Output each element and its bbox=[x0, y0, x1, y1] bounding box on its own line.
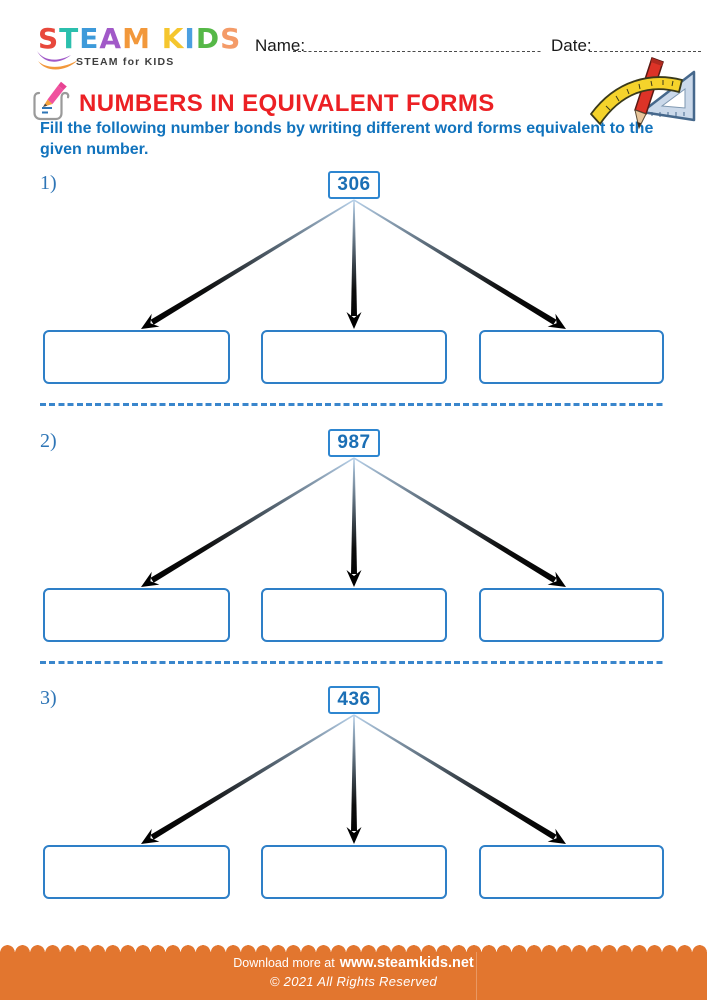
footer-seam bbox=[476, 952, 477, 1000]
bond-arrows bbox=[141, 714, 566, 844]
given-number: 306 bbox=[337, 174, 371, 195]
answer-box-1[interactable] bbox=[43, 330, 230, 384]
answer-box-1[interactable] bbox=[43, 588, 230, 642]
given-number-box: 987 bbox=[328, 429, 380, 457]
date-line[interactable] bbox=[589, 51, 701, 53]
footer-copyright: © 2021 All Rights Reserved bbox=[269, 974, 438, 989]
given-number: 987 bbox=[337, 432, 371, 453]
answer-box-3[interactable] bbox=[479, 330, 664, 384]
number-bond-section-3: 3) 436 bbox=[0, 685, 707, 920]
answer-box-3[interactable] bbox=[479, 588, 664, 642]
steam-kids-logo: STEAM KIDS STEAM for KIDS bbox=[37, 22, 242, 72]
date-label: Date: bbox=[551, 36, 592, 55]
logo-letters: STEAM KIDS bbox=[38, 22, 242, 55]
section-separator bbox=[40, 661, 665, 664]
number-bond-section-2: 2) 987 bbox=[0, 428, 707, 664]
given-number-box: 436 bbox=[328, 686, 380, 714]
section-label: 1) bbox=[40, 172, 57, 194]
footer-url[interactable]: www.steamkids.net bbox=[339, 955, 474, 971]
footer: Download more at www.steamkids.net © 2021… bbox=[0, 952, 707, 1000]
number-bond-section-1: 1) 306 bbox=[0, 170, 707, 406]
bond-arrows bbox=[141, 457, 566, 587]
page-title: NUMBERS IN EQUIVALENT FORMS bbox=[79, 90, 495, 117]
logo-tagline: STEAM for KIDS bbox=[76, 56, 175, 68]
stationery-illustration bbox=[590, 57, 696, 130]
pencil-icon bbox=[634, 57, 664, 130]
section-separator bbox=[40, 403, 665, 406]
given-number: 436 bbox=[337, 689, 371, 710]
logo-swoosh-icon bbox=[37, 51, 78, 70]
name-line[interactable] bbox=[293, 51, 541, 53]
footer-scallop-edge bbox=[0, 944, 707, 953]
footer-download-text: Download more at bbox=[233, 956, 335, 970]
bond-arrows bbox=[141, 199, 566, 329]
answer-box-2[interactable] bbox=[261, 588, 447, 642]
section-label: 3) bbox=[40, 687, 57, 709]
worksheet-pencil-paper-icon bbox=[33, 81, 70, 121]
name-label: Name: bbox=[255, 36, 306, 55]
instruction-text: Fill the following number bonds by writi… bbox=[40, 120, 654, 158]
curved-ruler-icon bbox=[590, 76, 683, 125]
given-number-box: 306 bbox=[328, 171, 380, 199]
answer-box-2[interactable] bbox=[261, 845, 447, 899]
answer-box-2[interactable] bbox=[261, 330, 447, 384]
section-label: 2) bbox=[40, 430, 57, 452]
answer-box-3[interactable] bbox=[479, 845, 664, 899]
answer-box-1[interactable] bbox=[43, 845, 230, 899]
